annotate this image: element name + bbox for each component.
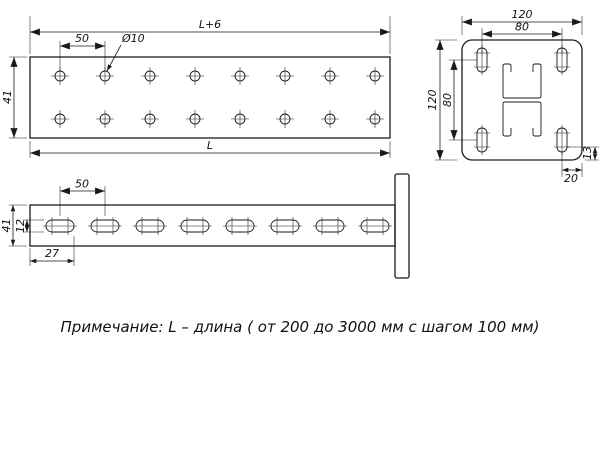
- slot: [87, 216, 123, 236]
- slot: [132, 216, 168, 236]
- hole: [185, 66, 205, 86]
- hole: [50, 109, 70, 129]
- dim-slot-spacing-horizontal: 80: [481, 21, 563, 54]
- strut-side-outline: [29, 204, 396, 247]
- lower-channel: [502, 101, 542, 137]
- dim-width: 41: [1, 56, 27, 139]
- end-plate-outline: [394, 173, 410, 279]
- slot: [357, 216, 393, 236]
- dim-end-offset: 27: [29, 236, 75, 266]
- note-text: Примечание: L – длина ( от 200 до 3000 м…: [61, 318, 540, 336]
- dim-hole-diameter: Ø10: [106, 32, 145, 72]
- hole: [365, 66, 385, 86]
- dim-label: 120: [426, 90, 439, 111]
- extension-lines: [59, 41, 106, 71]
- dim-label: 13: [581, 146, 594, 160]
- hole: [140, 66, 160, 86]
- dim-label: 27: [45, 247, 59, 260]
- hole: [365, 109, 385, 129]
- dim-label: 50: [75, 178, 89, 191]
- dim-label: L+6: [199, 18, 221, 31]
- side-view: 50 41 12 27: [0, 173, 410, 279]
- dim-plate-width: 120: [461, 8, 583, 35]
- dim-label: 20: [564, 172, 578, 185]
- leader-line: [106, 44, 122, 72]
- dim-plate-height: 120: [426, 39, 457, 161]
- slot: [312, 216, 348, 236]
- slot: [177, 216, 213, 236]
- slot: [42, 216, 78, 236]
- strut-top-outline: [29, 56, 391, 139]
- top-view: L+6 50 Ø10 41 L: [1, 16, 391, 158]
- slot: [553, 124, 571, 156]
- upper-channel: [502, 63, 542, 99]
- hole: [320, 109, 340, 129]
- dim-label: 50: [75, 32, 89, 45]
- dim-label: 41: [0, 219, 13, 233]
- dim-slot-width: 12: [14, 219, 44, 233]
- dim-hole-pitch: 50: [59, 32, 106, 71]
- end-view: 120 80 120 80 13 20: [426, 8, 599, 185]
- dim-height: 41: [0, 204, 27, 247]
- hole: [275, 109, 295, 129]
- slot: [222, 216, 258, 236]
- hole: [95, 109, 115, 129]
- hole: [275, 66, 295, 86]
- hole: [320, 66, 340, 86]
- dim-label: 80: [515, 21, 529, 34]
- dim-length-top: L+6: [29, 16, 391, 54]
- hole: [230, 66, 250, 86]
- dim-label: Ø10: [121, 32, 145, 45]
- extension-lines: [59, 186, 106, 216]
- dim-slot-spacing-vertical: 80: [441, 59, 477, 141]
- base-plate-outline: [461, 39, 583, 161]
- strut-profile-section: [502, 63, 542, 137]
- dim-slot-pitch: 50: [59, 178, 106, 216]
- hole: [185, 109, 205, 129]
- dim-length-bottom: L: [29, 139, 391, 158]
- slot: [267, 216, 303, 236]
- hole: [230, 109, 250, 129]
- dim-label: 12: [14, 219, 27, 233]
- dim-label: 41: [1, 90, 14, 104]
- dim-label: L: [207, 139, 213, 152]
- hole: [140, 109, 160, 129]
- dim-edge-offset: 20: [561, 152, 583, 185]
- dim-lip: 13: [567, 146, 599, 161]
- dim-label: 80: [441, 93, 454, 107]
- dim-label: 120: [512, 8, 533, 21]
